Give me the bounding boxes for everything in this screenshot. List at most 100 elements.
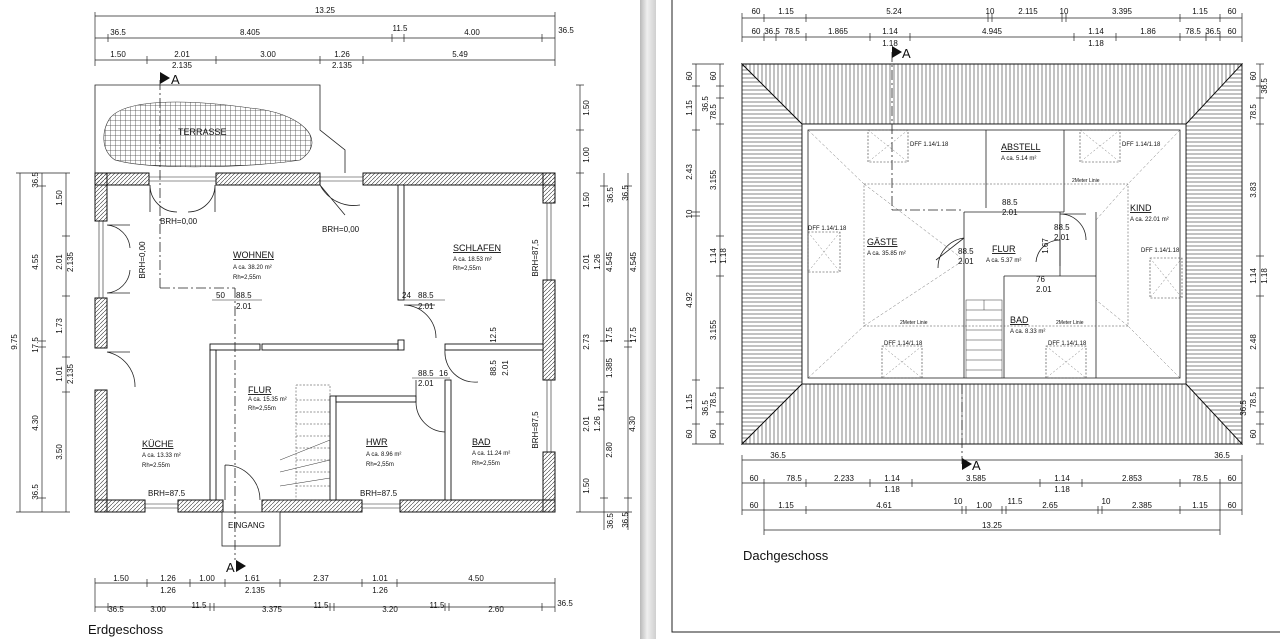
- roof-window-label: DFF 1.14/1.18: [1141, 248, 1180, 254]
- brh-label: BRH=87.5: [360, 489, 398, 498]
- dim-bot2: 60: [750, 474, 759, 483]
- entrance-step: [221, 511, 281, 547]
- dim-bot1: 1.61: [244, 574, 260, 583]
- dim-right1: 36.5: [1260, 78, 1269, 94]
- dim-left-col1: 36.5: [31, 484, 40, 500]
- terrace-outline: [94, 84, 346, 173]
- room-name: FLUR: [992, 244, 1016, 254]
- room-area: A ca. 18.53 m²: [453, 257, 492, 263]
- page-caption: Erdgeschoss: [88, 622, 164, 637]
- room-height: Rh=2,55m: [248, 406, 276, 412]
- room-wohnen: WOHNEN A ca. 38.20 m² Rh=2,55m: [233, 250, 274, 281]
- interior-walls: [209, 184, 544, 501]
- dim-right1: 60: [1249, 71, 1258, 80]
- dim-inline: 2.01: [236, 302, 252, 311]
- dim-bot2-sub: 1.18: [1054, 485, 1070, 494]
- dim-right-col3: 4.545: [629, 251, 638, 272]
- dim-top2: 1.14: [1088, 27, 1104, 36]
- dim-top3: 5.49: [452, 50, 468, 59]
- dim-right-col2: 11.5: [597, 396, 606, 412]
- dim-left2: 60: [709, 429, 718, 438]
- dim-bot2: 2.60: [488, 605, 504, 614]
- dim-inline: 2.01: [418, 302, 434, 311]
- dim-bot1: 1.00: [199, 574, 215, 583]
- dim-top2: 78.5: [1185, 27, 1201, 36]
- section-a-label-bottom: A: [972, 458, 981, 473]
- room-height: Rh=2,55m: [233, 275, 261, 281]
- room-name: HWR: [366, 437, 388, 447]
- dim-top1: 60: [1228, 7, 1237, 16]
- dim-inline: 88.5: [1054, 223, 1070, 232]
- dim-bot1: 36.5: [1214, 451, 1230, 460]
- attic-doors: [935, 213, 1087, 269]
- room-abstell: ABSTELL A ca. 5.14 m²: [1001, 142, 1041, 162]
- dim-inline: 12.5: [489, 327, 498, 343]
- dim-top2: 4.945: [982, 27, 1003, 36]
- dim-bot3: 4.61: [876, 501, 892, 510]
- dim-overall-top: 13.25: [315, 6, 336, 15]
- room-height: Rh=2.55m: [142, 463, 170, 469]
- dim-right1: 60: [1249, 429, 1258, 438]
- roof-window-label: DFF 1.14/1.18: [884, 341, 923, 347]
- dim-left1: 1.14: [709, 248, 718, 264]
- dim-bot2: 11.5: [314, 601, 330, 610]
- dim-left-col1: 4.30: [31, 415, 40, 431]
- dim-bot2: 11.5: [192, 601, 208, 610]
- dim-bot2-sub: 1.18: [884, 485, 900, 494]
- dim-bot2: 2.853: [1122, 474, 1143, 483]
- dim-right-col1: 1.50: [582, 100, 591, 116]
- roof-plan: [740, 62, 1244, 446]
- dim-top2: 36.5: [764, 27, 780, 36]
- room-name: KÜCHE: [142, 439, 174, 449]
- two-meter-line-label: 2Meter Linie: [1072, 178, 1100, 184]
- dim-right1: 78.5: [1249, 392, 1258, 408]
- dim-left-col2: 2.01: [55, 254, 64, 270]
- dim-top2: 78.5: [784, 27, 800, 36]
- room-flur-dg: FLUR A ca. 5.37 m²: [986, 244, 1021, 264]
- dim-left-col2: 1.73: [55, 318, 64, 334]
- dim-bot2: 36.5: [557, 599, 573, 608]
- dim-bot1: 1.26: [160, 574, 176, 583]
- roof-windows: [807, 129, 1183, 379]
- dim-top2: 60: [1228, 27, 1237, 36]
- dim-inline: 24: [402, 291, 411, 300]
- dim-top1: 2.115: [1018, 7, 1038, 16]
- dim-left-col1: 17.5: [31, 337, 40, 353]
- dim-bot3: 60: [750, 501, 759, 510]
- room-area: A ca. 5.37 m²: [986, 258, 1021, 264]
- dim-right-col1: 36.5: [606, 513, 615, 529]
- dim-bot2: 3.375: [262, 605, 283, 614]
- dim-bot2: 60: [1228, 474, 1237, 483]
- dim-inline: 76: [1036, 275, 1045, 284]
- room-height: Rh=2,55m: [366, 462, 394, 468]
- dim-top2: 36.5: [110, 28, 126, 37]
- dim-top1: 1.15: [1192, 7, 1208, 16]
- room-area: A ca. 22.01 m²: [1130, 217, 1169, 223]
- dim-right-col1: 2.01: [582, 416, 591, 432]
- section-a-label-top: A: [902, 46, 911, 61]
- room-bad-dg: BAD A ca. 8.33 m²: [1010, 315, 1045, 335]
- dim-left-col1: 36.5: [31, 172, 40, 188]
- dim-right-col1: 2.01: [582, 254, 591, 270]
- dim-top1: 5.24: [886, 7, 902, 16]
- dim-top3-sub: 2.135: [332, 61, 353, 70]
- dim-inline: 50: [216, 291, 225, 300]
- room-schlafen: SCHLAFEN A ca. 18.53 m² Rh=2,55m: [453, 243, 501, 272]
- dim-bot2: 36.5: [108, 605, 124, 614]
- dim-bot1-sub: 1.26: [372, 586, 388, 595]
- dim-right-col2: 4.30: [628, 416, 637, 432]
- dim-bot3: 1.15: [1192, 501, 1208, 510]
- room-name: GÄSTE: [867, 237, 898, 247]
- entrance-label: EINGANG: [228, 521, 265, 530]
- room-name: SCHLAFEN: [453, 243, 501, 253]
- roof-window-label: DFF 1.14/1.18: [910, 142, 949, 148]
- dim-top2: 4.00: [464, 28, 480, 37]
- brh-label: BRH=87,5: [531, 239, 540, 277]
- dim-left1: 10: [685, 209, 694, 218]
- dim-left-col2-sub: 2.135: [66, 363, 75, 384]
- dim-top2: 36.5: [1205, 27, 1221, 36]
- dim-bot2: 1.14: [1054, 474, 1070, 483]
- dim-bot1: 2.37: [313, 574, 329, 583]
- dim-left2: 36.5: [701, 96, 710, 112]
- room-area: A ca. 5.14 m²: [1001, 156, 1036, 162]
